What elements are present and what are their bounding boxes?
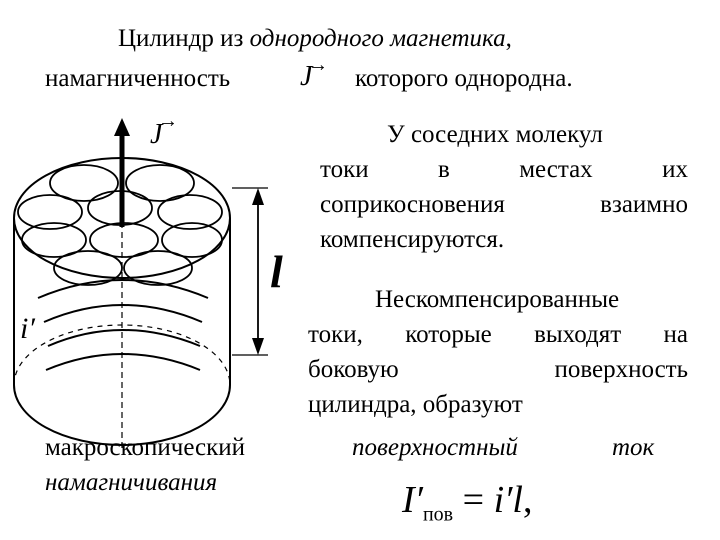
dimension-arrow-down <box>252 338 264 355</box>
molecule-loop <box>49 164 119 202</box>
molecule-loop <box>157 194 223 230</box>
molecule-loop <box>53 250 123 286</box>
heading-italic-term: однородного магнетика <box>249 25 506 52</box>
paragraph1-line3: соприкосновения взаимно <box>320 190 688 220</box>
formula: I′пов = i′l, <box>402 478 533 537</box>
formula-comma: , <box>523 479 533 521</box>
molecule-loop <box>125 164 195 202</box>
heading-line-2-right: которого однородна. <box>355 65 573 92</box>
formula-equals: = <box>462 479 485 521</box>
formula-rhs: i′l <box>493 479 523 521</box>
heading-j-arrow: → <box>308 54 328 76</box>
length-l-label: l <box>270 246 283 297</box>
heading-j-symbol: J <box>300 61 313 92</box>
surface-current-arcs <box>37 279 209 371</box>
paragraph1-line2: токи в местах их <box>320 155 688 185</box>
heading-punct: , <box>505 25 512 52</box>
surface-current-arc <box>43 304 203 323</box>
word: на <box>663 321 688 348</box>
paragraph1-line1: У соседних молекул <box>387 121 603 148</box>
word: токи, <box>308 321 363 348</box>
diagram-j-label: J <box>150 119 163 150</box>
bottom-word-current: ток <box>612 434 655 461</box>
word: поверхность <box>554 356 688 383</box>
word: в <box>438 156 450 183</box>
molecule-loop <box>17 194 83 230</box>
heading-text: Цилиндр из <box>118 25 250 52</box>
word: токи <box>320 156 369 183</box>
surface-current-arc <box>37 279 209 299</box>
heading-line-1: Цилиндр из однородного магнетика, <box>118 24 512 54</box>
magnetization-arrow-shaft <box>119 132 125 227</box>
diagram-j-arrow: → <box>158 110 178 132</box>
formula-lhs: I′ <box>402 479 423 521</box>
surface-current-label: i′ <box>20 312 35 345</box>
heading-line-2-left: намагниченность <box>45 65 231 92</box>
word: их <box>662 156 688 183</box>
surface-current-arc <box>45 353 201 371</box>
bottom-word-surface: поверхностный <box>352 434 518 461</box>
molecule-loop <box>21 222 87 258</box>
bottom-word-magnetization: намагничивания <box>45 469 218 496</box>
bottom-word-macroscopic: макроскопический <box>45 434 246 461</box>
surface-current-arc <box>47 329 201 347</box>
paragraph2-line1: Нескомпенсированные <box>375 286 620 313</box>
formula-subscript: пов <box>422 503 454 526</box>
paragraph2-line3: боковую поверхность <box>308 355 688 385</box>
dimension-arrow-up <box>252 188 264 205</box>
word: взаимно <box>600 191 688 218</box>
word: соприкосновения <box>320 191 505 218</box>
paragraph2-line2: токи, которые выходят на <box>308 320 688 350</box>
word: боковую <box>308 356 399 383</box>
paragraph2-line4: цилиндра, образуют <box>308 391 523 418</box>
word: которые <box>405 321 492 348</box>
molecule-loop <box>123 250 193 286</box>
magnetization-arrow-head <box>114 118 130 136</box>
word: местах <box>519 156 593 183</box>
molecule-loop <box>161 222 223 258</box>
word: выходят <box>534 321 622 348</box>
paragraph1-line4: компенсируются. <box>320 226 505 253</box>
